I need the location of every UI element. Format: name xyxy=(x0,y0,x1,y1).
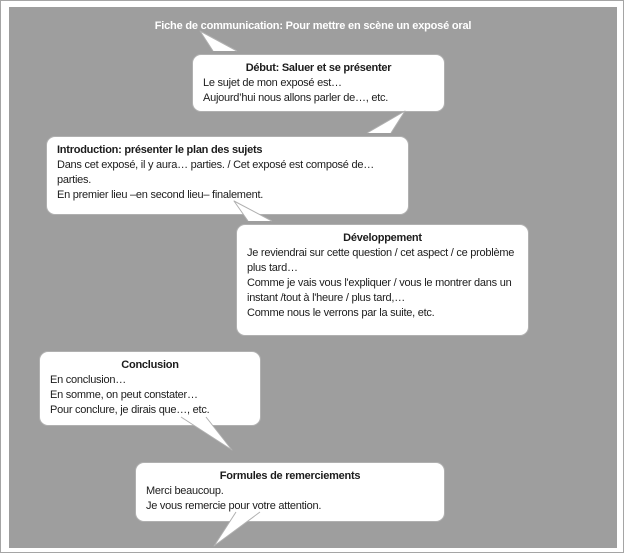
speech-bubble-conclusion: Conclusion En conclusion… En somme, on p… xyxy=(39,351,261,426)
bubble-line: Merci beaucoup. xyxy=(146,485,224,497)
bubble-heading: Formules de remerciements xyxy=(219,470,361,482)
bubble-line: En premier lieu –en second lieu– finalem… xyxy=(57,189,264,201)
bubble-line: En conclusion… xyxy=(50,374,126,386)
gray-panel: Fiche de communication: Pour mettre en s… xyxy=(9,7,617,548)
bubble-heading: Introduction: présenter le plan des suje… xyxy=(57,144,263,156)
bubble-line: Comme nous le verrons par la suite, etc. xyxy=(247,307,435,319)
bubble-line: Je reviendrai sur cette question / cet a… xyxy=(247,247,515,274)
bubble-heading: Conclusion xyxy=(121,359,179,371)
bubble-line: Je vous remercie pour votre attention. xyxy=(146,500,322,512)
speech-bubble-debut: Début: Saluer et se présenter Le sujet d… xyxy=(192,54,445,112)
bubble-heading: Développement xyxy=(343,232,422,244)
bubble-line: Comme je vais vous l'expliquer / vous le… xyxy=(247,277,512,304)
speech-bubble-developpement: Développement Je reviendrai sur cette qu… xyxy=(236,224,529,336)
bubble-line: Le sujet de mon exposé est… xyxy=(203,77,342,89)
page-title: Fiche de communication: Pour mettre en s… xyxy=(154,20,472,32)
speech-bubble-remerciements: Formules de remerciements Merci beaucoup… xyxy=(135,462,445,522)
bubble-heading: Début: Saluer et se présenter xyxy=(245,62,392,74)
bubble-line: En somme, on peut constater… xyxy=(50,389,198,401)
speech-bubble-introduction: Introduction: présenter le plan des suje… xyxy=(46,136,409,215)
bubble-line: Pour conclure, je dirais que…, etc. xyxy=(50,404,210,416)
bubble-line: Aujourd’hui nous allons parler de…, etc. xyxy=(203,92,389,104)
bubble-line: Dans cet exposé, il y aura… parties. / C… xyxy=(57,159,374,186)
